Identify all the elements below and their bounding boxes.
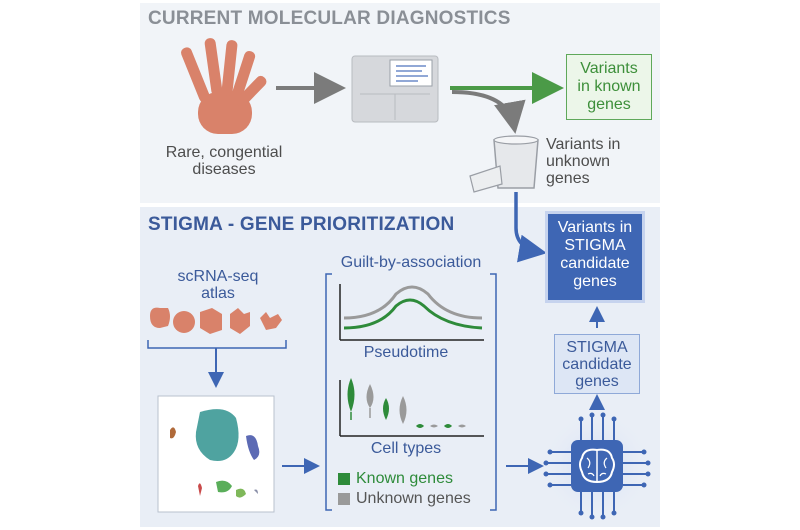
violin-known xyxy=(444,424,452,428)
stigma-candidate-box: STIGMA candidate genes xyxy=(554,334,640,394)
umap-icon xyxy=(157,395,275,513)
sequencer-icon xyxy=(351,55,439,123)
violin-known xyxy=(383,398,389,420)
celltypes-plot xyxy=(339,378,484,437)
legend-known-label: Known genes xyxy=(356,470,453,487)
violin-unknown xyxy=(430,424,438,428)
violin-unknown xyxy=(399,396,407,424)
legend-known: Known genes xyxy=(338,470,453,488)
top-title: CURRENT MOLECULAR DIAGNOSTICS xyxy=(148,8,511,29)
gba-bracket-left xyxy=(325,273,332,511)
known-gene-curve xyxy=(343,298,483,330)
violin-unknown xyxy=(366,384,374,408)
gba-title: Guilt-by-association xyxy=(340,254,482,271)
violin-known xyxy=(347,378,355,412)
bottom-title: STIGMA - GENE PRIORITIZATION xyxy=(148,214,455,235)
legend-unknown: Unknown genes xyxy=(338,490,471,508)
known-variants-box: Variants in known genes xyxy=(566,54,652,120)
violin-unknown xyxy=(458,424,466,428)
atlas-label: scRNA-seq atlas xyxy=(177,268,259,302)
final-variants-box: Variants in STIGMA candidate genes xyxy=(548,214,642,300)
unknown-variants-label: Variants in unknown genes xyxy=(546,136,621,187)
arrow-to-final xyxy=(514,192,547,263)
arrow-to-bin xyxy=(451,90,526,134)
legend-unknown-label: Unknown genes xyxy=(356,490,471,507)
legend-unknown-swatch xyxy=(338,493,350,505)
pseudotime-plot xyxy=(339,284,484,341)
gba-bracket-right xyxy=(490,273,497,511)
trash-bin-icon xyxy=(469,135,539,193)
patient-label: Rare, congential diseases xyxy=(165,144,283,178)
legend-known-swatch xyxy=(338,473,350,485)
unknown-gene-curve xyxy=(343,285,483,320)
celltypes-label: Cell types xyxy=(370,440,442,457)
atlas-bracket xyxy=(147,340,287,349)
pseudotime-label: Pseudotime xyxy=(363,344,449,361)
violin-known xyxy=(416,424,424,428)
ai-chip-brain-icon xyxy=(541,410,653,522)
embryo-icon xyxy=(150,307,282,334)
hand-icon xyxy=(181,38,267,134)
